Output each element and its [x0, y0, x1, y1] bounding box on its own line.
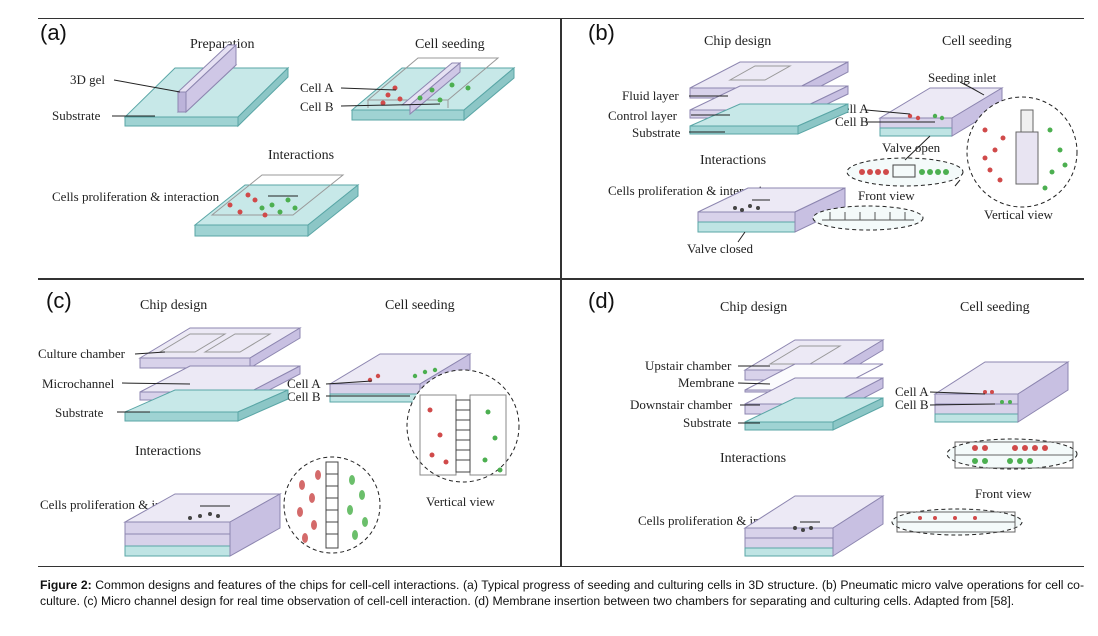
- substrate-layer: [124, 389, 289, 422]
- panel-a-header-interactions: Interactions: [268, 148, 335, 163]
- panel-d-header-chip-design: Chip design: [720, 300, 788, 315]
- panel-b-header-chip-design: Chip design: [704, 34, 772, 49]
- panel-a-header-seeding: Cell seeding: [415, 37, 485, 52]
- panel-d-diagram: [737, 339, 1078, 557]
- panel-a-label-substrate: Substrate: [52, 108, 101, 123]
- panel-d-label-cellA: Cell A: [895, 384, 929, 399]
- front-view-closed-ellipse: [812, 205, 924, 231]
- panel-d-label-membrane: Membrane: [678, 375, 735, 390]
- panel-d-label-upstair: Upstair chamber: [645, 358, 732, 373]
- panel-a-label-gel: 3D gel: [70, 72, 106, 87]
- frame-bottom: [38, 566, 1084, 567]
- panel-b-label-front-view: Front view: [858, 188, 915, 203]
- panel-d-label: (d): [588, 288, 615, 313]
- front-view-closed-cells: [822, 212, 914, 221]
- panel-b-label-vertical-view: Vertical view: [984, 207, 1053, 222]
- panel-c-label: (c): [46, 288, 72, 313]
- panel-c-label-culture: Culture chamber: [38, 346, 125, 361]
- seeding-chip: [878, 87, 1004, 137]
- seeding-chip: [350, 57, 516, 122]
- interaction-chip: [743, 495, 885, 557]
- panel-c-label-cellA: Cell A: [287, 376, 321, 391]
- panel-b-label: (b): [588, 20, 615, 45]
- panel-d-label-front-view: Front view: [975, 486, 1032, 501]
- panel-b: (b) Chip design Cell seeding Interaction…: [0, 0, 1098, 278]
- panel-b-diagram: [689, 61, 1078, 243]
- panel-c-header-interactions: Interactions: [135, 444, 202, 459]
- panel-b-label-valve-open: Valve open: [882, 140, 941, 155]
- panel-c-diagram: [117, 327, 520, 557]
- substrate-layer: [744, 397, 884, 431]
- panel-d-label-cellB: Cell B: [895, 397, 929, 412]
- divider-horizontal: [38, 278, 1084, 280]
- panel-a-label-prolif: Cells proliferation & interaction: [52, 189, 220, 204]
- interaction-chip: [123, 493, 282, 557]
- front-view-interaction-content: [896, 511, 1016, 533]
- proliferation-view-content: [297, 461, 368, 549]
- front-view-cells: [954, 441, 1074, 469]
- interaction-chip: [193, 174, 360, 238]
- caption-text: Common designs and features of the chips…: [40, 578, 1085, 608]
- panel-c-header-seeding: Cell seeding: [385, 298, 455, 313]
- panel-b-label-fluid: Fluid layer: [622, 88, 679, 103]
- panel-a: (a) Preparation Cell seeding Interaction…: [0, 0, 560, 278]
- panel-b-label-seeding-inlet: Seeding inlet: [928, 70, 997, 85]
- interaction-chip: [697, 187, 846, 233]
- gel-wall: [176, 43, 238, 114]
- panel-d-header-seeding: Cell seeding: [960, 300, 1030, 315]
- seeding-chip: [933, 361, 1070, 423]
- panel-b-header-interactions: Interactions: [700, 153, 767, 168]
- front-view-ellipse: [946, 438, 1078, 470]
- panel-c-header-chip-design: Chip design: [140, 298, 208, 313]
- vertical-view-content: [419, 394, 507, 476]
- panel-b-label-control: Control layer: [608, 108, 677, 123]
- figure-caption: Figure 2: Common designs and features of…: [40, 577, 1084, 609]
- panel-d-label-downstair: Downstair chamber: [630, 397, 733, 412]
- panel-c-label-microchannel: Microchannel: [42, 376, 115, 391]
- vertical-view-content: [982, 109, 1068, 191]
- panel-c-label-vertical-view: Vertical view: [426, 494, 495, 509]
- divider-vertical: [560, 18, 562, 566]
- caption-prefix: Figure 2:: [40, 578, 92, 592]
- panel-d: (d) Chip design Cell seeding Interaction…: [588, 288, 1078, 557]
- panel-a-header-preparation: Preparation: [190, 37, 255, 52]
- front-view-ellipse: [846, 157, 964, 187]
- panel-b-label-valve-closed: Valve closed: [687, 241, 754, 256]
- panel-d-label-substrate: Substrate: [683, 415, 732, 430]
- panel-d-header-interactions: Interactions: [720, 451, 787, 466]
- panel-b-label-substrate: Substrate: [632, 125, 681, 140]
- panel-a-label-cellB: Cell B: [300, 99, 334, 114]
- panel-b-header-seeding: Cell seeding: [942, 34, 1012, 49]
- panel-c-label-substrate: Substrate: [55, 405, 104, 420]
- front-view-cells: [859, 164, 949, 178]
- panel-b-label-prolif: Cells proliferation & interaction: [608, 183, 776, 198]
- panel-b-label-cellB: Cell B: [835, 114, 869, 129]
- panel-c-label-cellB: Cell B: [287, 389, 321, 404]
- panel-a-diagram: [112, 43, 516, 238]
- panel-c: (c) Chip design Cell seeding Interaction…: [0, 0, 560, 566]
- panel-a-label-cellA: Cell A: [300, 80, 334, 95]
- panel-a-label: (a): [40, 20, 67, 45]
